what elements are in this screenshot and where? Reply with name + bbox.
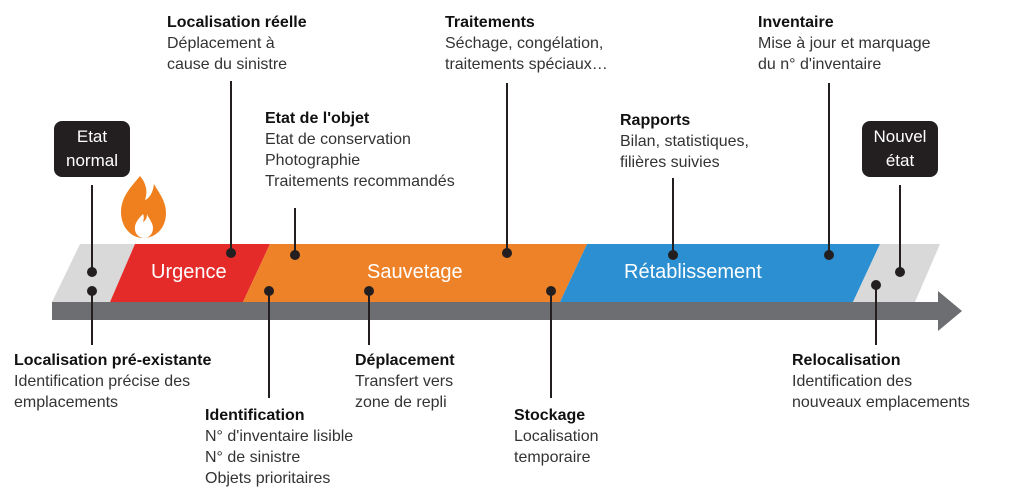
label-line: Photographie bbox=[265, 152, 361, 169]
label-title: Stockage bbox=[514, 407, 586, 424]
label-etat-objet: Etat de l'objet Etat de conservation Pho… bbox=[265, 108, 455, 192]
label-traitements: Traitements Séchage, congélation, traite… bbox=[445, 12, 608, 75]
label-title: Localisation pré-existante bbox=[14, 352, 212, 369]
label-line: zone de repli bbox=[355, 394, 447, 411]
label-identification: Identification N° d'inventaire lisible N… bbox=[205, 405, 353, 489]
label-line: Mise à jour et marquage bbox=[758, 35, 931, 52]
label-line: Objets prioritaires bbox=[205, 470, 331, 487]
label-inventaire: Inventaire Mise à jour et marquage du n°… bbox=[758, 12, 931, 75]
label-title: Rapports bbox=[620, 112, 691, 129]
label-title: Inventaire bbox=[758, 14, 834, 31]
state-box-etat-normal: Etat normal bbox=[54, 121, 130, 177]
state-box-line: Nouvel bbox=[873, 127, 927, 146]
label-line: traitements spéciaux… bbox=[445, 56, 608, 73]
label-line: Séchage, congélation, bbox=[445, 35, 604, 52]
label-line: Etat de conservation bbox=[265, 131, 411, 148]
phase-label-urgence: Urgence bbox=[151, 261, 227, 283]
label-rapports: Rapports Bilan, statistiques, filières s… bbox=[620, 110, 749, 173]
label-title: Relocalisation bbox=[792, 352, 901, 369]
dot-deplacement bbox=[364, 286, 374, 296]
label-line: emplacements bbox=[14, 394, 119, 411]
timeline-arrow-shaft bbox=[52, 302, 945, 320]
label-line: Traitements recommandés bbox=[265, 173, 455, 190]
dot-stockage bbox=[546, 286, 556, 296]
dot-localisation-preexistante bbox=[87, 286, 97, 296]
label-localisation-preexistante: Localisation pré-existante Identificatio… bbox=[14, 350, 211, 413]
band-sauvetage bbox=[243, 244, 587, 302]
phase-label-sauvetage: Sauvetage bbox=[367, 261, 463, 283]
dot-localisation-reelle bbox=[226, 248, 236, 258]
dot-identification bbox=[264, 286, 274, 296]
band-urgence bbox=[110, 244, 270, 302]
state-box-line: normal bbox=[66, 151, 118, 170]
dot-nouvel-etat bbox=[895, 267, 905, 277]
label-line: Localisation bbox=[514, 428, 599, 445]
label-title: Identification bbox=[205, 407, 305, 424]
label-line: temporaire bbox=[514, 449, 591, 466]
label-line: nouveaux emplacements bbox=[792, 394, 970, 411]
dot-etat-normal bbox=[87, 267, 97, 277]
band-retablissement bbox=[560, 244, 880, 302]
label-line: du n° d'inventaire bbox=[758, 56, 882, 73]
state-box-nouvel-etat: Nouvel état bbox=[862, 121, 938, 177]
label-line: filières suivies bbox=[620, 154, 720, 171]
dot-rapports bbox=[668, 250, 678, 260]
timeline-arrow-head bbox=[938, 291, 962, 331]
dot-etat-objet bbox=[290, 250, 300, 260]
label-line: N° d'inventaire lisible bbox=[205, 428, 354, 445]
label-title: Traitements bbox=[445, 14, 535, 31]
label-line: Identification précise des bbox=[14, 373, 191, 390]
state-box-line: état bbox=[885, 151, 915, 170]
dot-inventaire bbox=[824, 250, 834, 260]
label-line: Bilan, statistiques, bbox=[620, 133, 749, 150]
label-relocalisation: Relocalisation Identification des nouvea… bbox=[792, 350, 970, 413]
label-line: Transfert vers bbox=[355, 373, 454, 390]
label-line: Identification des bbox=[792, 373, 913, 390]
label-line: N° de sinistre bbox=[205, 449, 301, 466]
dot-traitements bbox=[502, 248, 512, 258]
label-localisation-reelle: Localisation réelle Déplacement à cause … bbox=[167, 12, 307, 75]
flame-icon bbox=[121, 176, 166, 238]
phase-label-retablissement: Rétablissement bbox=[624, 261, 762, 283]
label-stockage: Stockage Localisation temporaire bbox=[514, 405, 599, 468]
label-title: Localisation réelle bbox=[167, 14, 307, 31]
label-deplacement: Déplacement Transfert vers zone de repli bbox=[355, 350, 455, 413]
label-line: cause du sinistre bbox=[167, 56, 288, 73]
state-box-line: Etat bbox=[76, 127, 108, 146]
label-line: Déplacement à bbox=[167, 35, 275, 52]
label-title: Déplacement bbox=[355, 352, 455, 369]
dot-relocalisation bbox=[871, 280, 881, 290]
label-title: Etat de l'objet bbox=[265, 110, 370, 127]
